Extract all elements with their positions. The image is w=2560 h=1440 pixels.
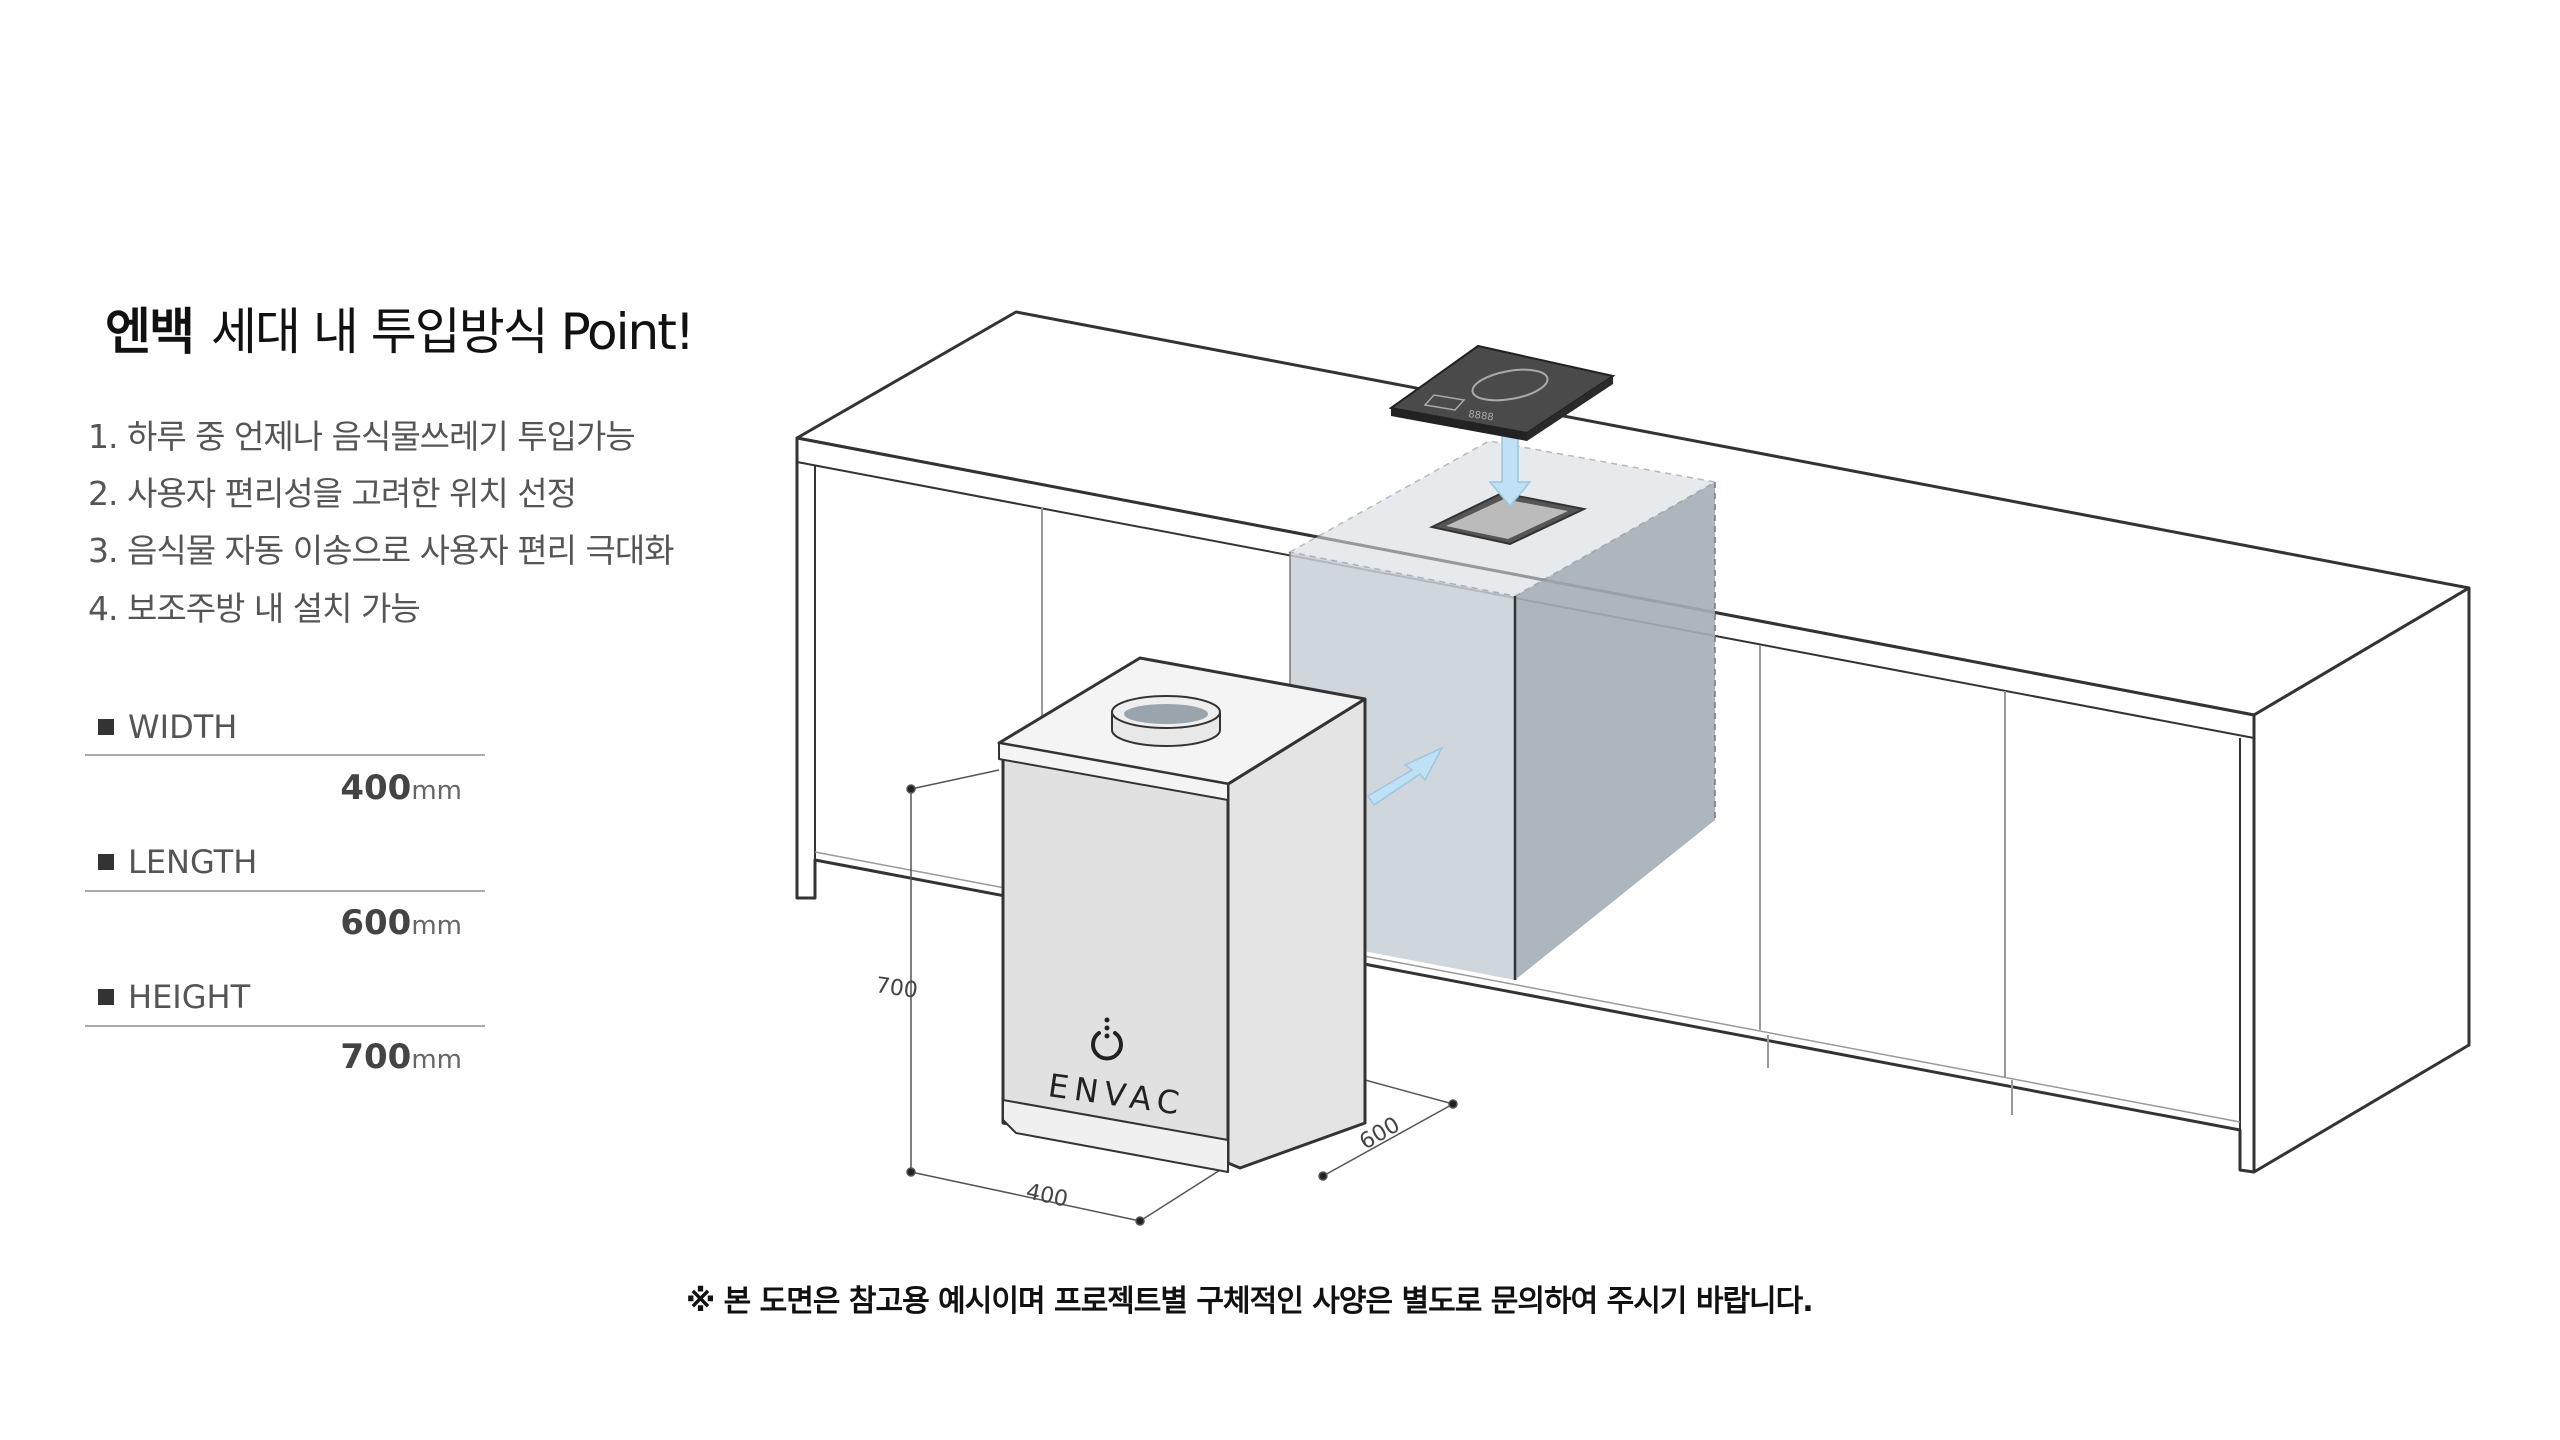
spec-unit: mm	[411, 1045, 462, 1075]
spec-unit: mm	[411, 776, 462, 806]
spec-value: 400	[340, 768, 412, 808]
arrow-transfer-icon	[1366, 746, 1444, 807]
spec-label-text: WIDTH	[128, 708, 238, 746]
spec-value: 600	[340, 903, 412, 943]
bullet-square-icon	[98, 719, 114, 735]
title-rest: 세대 내 투입방식 Point!	[211, 303, 695, 361]
spec-label-text: LENGTH	[128, 843, 258, 881]
spec-label-text: HEIGHT	[128, 978, 251, 1016]
arrow-down-icon	[1488, 435, 1532, 508]
dimension-lines	[906, 769, 1458, 1226]
spec-label-height: HEIGHT	[98, 978, 250, 1016]
title-brand: 엔백	[105, 303, 195, 361]
bullet-square-icon	[98, 989, 114, 1005]
point-item: 2. 사용자 편리성을 고려한 위치 선정	[88, 474, 577, 513]
spec-unit: mm	[411, 911, 462, 941]
divider	[85, 890, 485, 892]
dim-height-label: 700	[874, 973, 919, 1004]
page-title: 엔백 세대 내 투입방식 Point!	[105, 292, 695, 364]
envac-unit	[997, 656, 1367, 1173]
svg-text:8888: 8888	[1468, 409, 1495, 423]
divider	[85, 1025, 485, 1027]
point-item: 4. 보조주방 내 설치 가능	[88, 589, 421, 628]
spec-label-width: WIDTH	[98, 708, 237, 746]
footer-note: ※ 본 도면은 참고용 예시이며 프로젝트별 구체적인 사양은 별도로 문의하여…	[686, 1284, 1814, 1319]
bin-cavity	[1287, 440, 1718, 980]
bullet-square-icon	[98, 854, 114, 870]
spec-value: 700	[340, 1037, 412, 1077]
divider	[85, 754, 485, 756]
point-item: 3. 음식물 자동 이송으로 사용자 편리 극대화	[88, 531, 675, 570]
spec-value-height: 700mm	[340, 1037, 462, 1077]
spec-value-length: 600mm	[340, 903, 462, 943]
spec-value-width: 400mm	[340, 768, 462, 808]
cavity-side	[1515, 482, 1715, 980]
point-item: 1. 하루 중 언제나 음식물쓰레기 투입가능	[88, 417, 636, 456]
dim-width-label: 400	[1024, 1179, 1070, 1212]
control-panel: 8888	[1388, 344, 1616, 441]
counter-side	[2252, 586, 2471, 1174]
spec-label-length: LENGTH	[98, 843, 257, 881]
